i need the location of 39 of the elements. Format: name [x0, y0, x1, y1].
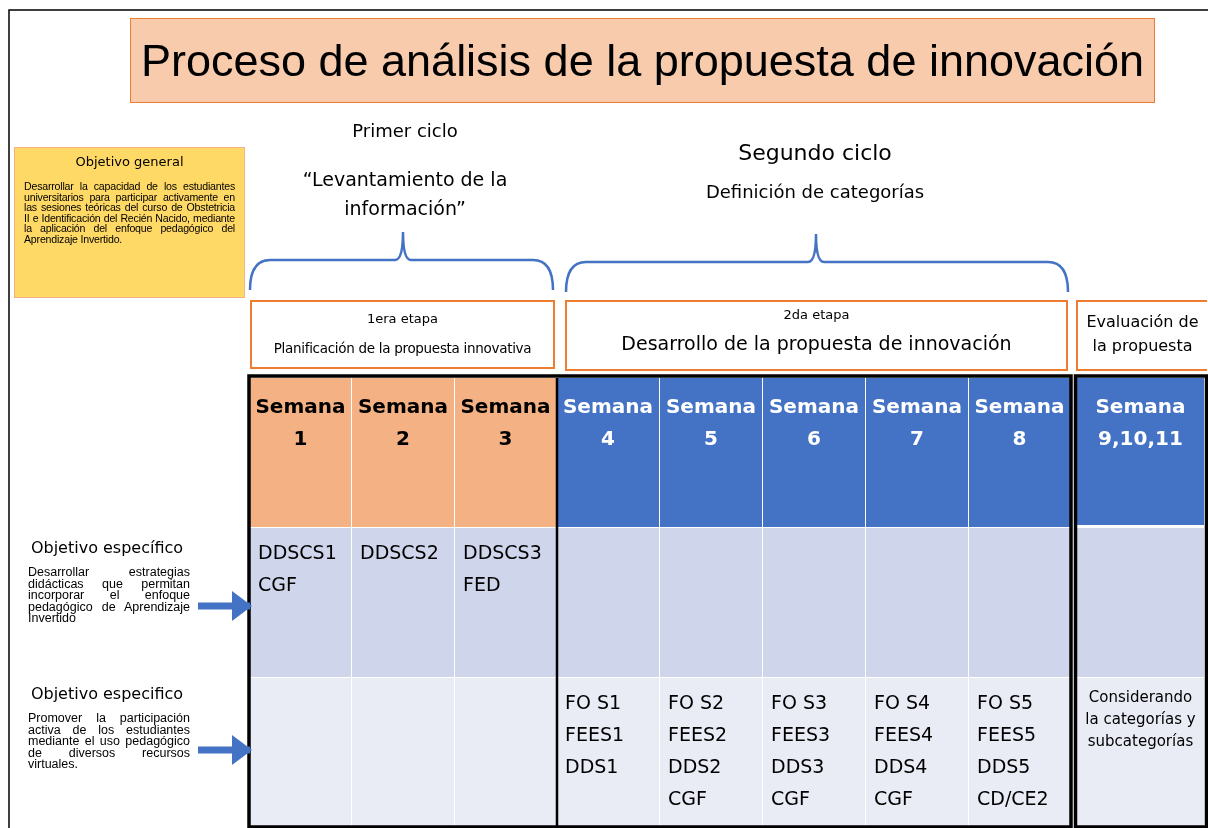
stage-title: Planificación de la propuesta innovativa: [272, 340, 533, 356]
table-cell: Semana 3: [455, 378, 557, 528]
objective-text: Promover la participación activa de los estudiantes mediante el uso pedagógico de diversos recursos virtuales.: [27, 713, 190, 771]
objective-heading: Objetivo específico: [29, 538, 185, 557]
table-cell: FO S4 FEES4 DDS4 CGF: [866, 678, 969, 828]
table-cell: Semana 9,10,11: [1077, 378, 1205, 526]
table-cell: Semana 8: [969, 378, 1071, 528]
stage-box: [565, 300, 1068, 371]
table-cell: FO S2 FEES2 DDS2 CGF: [660, 678, 763, 828]
table-cell: Semana 4: [557, 378, 660, 528]
cycle-subtitle: Definición de categorías: [704, 181, 926, 202]
table-cell: Considerando la categorías y subcategorías: [1077, 678, 1205, 828]
stage-box: [1076, 300, 1207, 371]
table-cell: FO S3 FEES3 DDS3 CGF: [763, 678, 866, 828]
table-cell: DDSCS2: [352, 528, 455, 678]
cycle-heading: Segundo ciclo: [737, 140, 893, 165]
table-cell: FO S1 FEES1 DDS1: [557, 678, 660, 828]
objective-card: [14, 147, 245, 298]
table-cell: Semana 7: [866, 378, 969, 528]
stage-title: Evaluación de la propuesta: [1085, 311, 1200, 357]
table-cell: FO S5 FEES5 DDS5 CD/CE2: [969, 678, 1071, 828]
table-cell: Semana 1: [250, 378, 352, 528]
table-cell: Semana 5: [660, 378, 763, 528]
table-cell: Semana 6: [763, 378, 866, 528]
table-cell: Semana 2: [352, 378, 455, 528]
title-banner: Proceso de análisis de la propuesta de innovación: [130, 18, 1155, 103]
cycle-heading: Primer ciclo: [351, 120, 459, 141]
stage-box: [250, 300, 555, 369]
table-cell: [250, 678, 352, 828]
stage-title: Desarrollo de la propuesta de innovación: [620, 332, 1013, 354]
cycle-subtitle: “Levantamiento de la información”: [301, 167, 509, 221]
objective-text: Desarrollar estrategias didácticas que permitan incorporar el enfoque pedagógico de Aprendizaje Invertido: [27, 567, 190, 625]
stage-label: 2da etapa: [782, 307, 851, 322]
objective-text: Desarrollar la capacidad de los estudiantes universitarios para participar activamente en las sesiones teóricas del curso de Obstetricia II e Identificación del Recién Nacido, mediante la aplicación del enfoque pedagógico del Aprendizaje Invertido.: [24, 181, 235, 245]
table-cell: DDSCS1 CGF: [250, 528, 352, 678]
objective-heading: Objetivo especifico: [29, 684, 185, 703]
objective-heading: Objetivo general: [74, 154, 185, 169]
table-cell: DDSCS3 FED: [455, 528, 557, 678]
stage-label: 1era etapa: [366, 311, 439, 326]
